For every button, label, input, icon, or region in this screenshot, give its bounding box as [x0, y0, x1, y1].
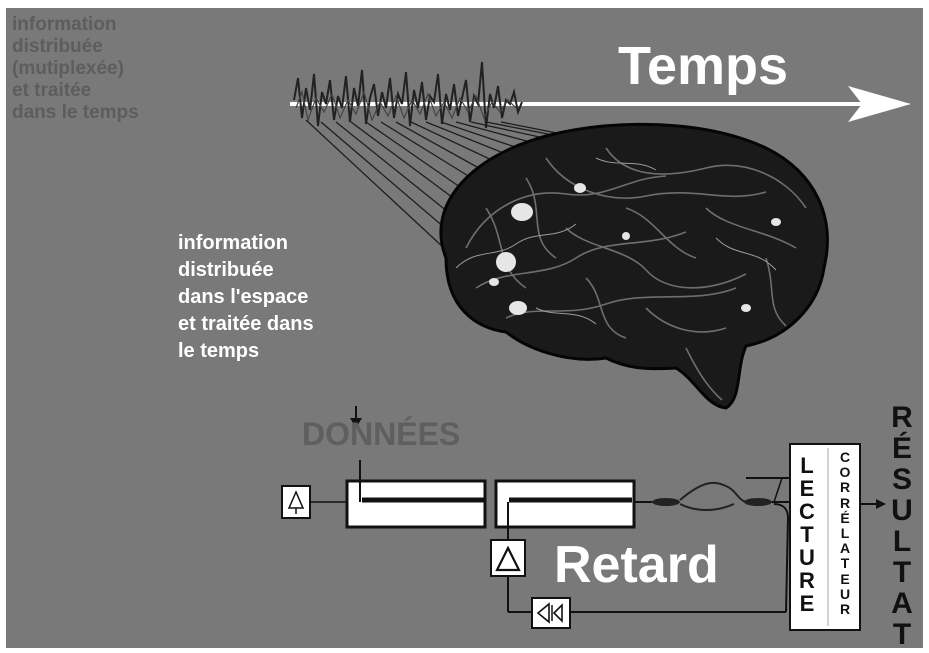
correlateur-label-letter: R: [840, 480, 850, 495]
lecture-label-letter: C: [799, 500, 815, 523]
resultat-label-letter: T: [893, 557, 911, 588]
correlateur-label-letter: R: [840, 602, 850, 617]
time-arrow: [290, 86, 911, 122]
diagram-graphics: [6, 8, 923, 648]
correlateur-label-letter: E: [840, 572, 849, 587]
lecture-label-letter: L: [800, 454, 813, 477]
correlateur-label-letter: T: [841, 556, 850, 571]
lecture-label-letter: E: [800, 477, 815, 500]
lecture-label-letter: T: [800, 523, 813, 546]
resultat-label-letter: L: [893, 526, 911, 557]
triangle-amplifier-icon: [491, 540, 525, 576]
delay-line: [347, 460, 634, 527]
signal-waveform: [294, 62, 522, 128]
resultat-label-letter: R: [891, 402, 913, 433]
resultat-label-letter: S: [892, 464, 912, 495]
retard-label: Retard: [554, 536, 719, 594]
temps-label: Temps: [618, 36, 788, 96]
resultat-label-letter: A: [891, 588, 913, 619]
lecture-label-letter: R: [799, 569, 815, 592]
resultat-label-letter: É: [892, 433, 912, 464]
correlateur-label-letter: L: [841, 526, 850, 541]
correlateur-label-letter: C: [840, 450, 850, 465]
output-coupler: [634, 478, 792, 510]
speaker-icon: [532, 598, 570, 628]
correlateur-label-letter: É: [840, 511, 849, 526]
resultat-label-letter: T: [893, 619, 911, 648]
brain-caption: information distribuée dans l'espace et …: [178, 230, 314, 365]
brain-illustration: [441, 124, 827, 408]
correlateur-label-letter: A: [840, 541, 850, 556]
correlateur-label-letter: R: [840, 496, 850, 511]
correlateur-label-letter: U: [840, 587, 850, 602]
arrow-right-icon: [860, 499, 886, 509]
donnees-label: DONNÉES: [302, 416, 460, 452]
lecture-label-letter: U: [799, 546, 815, 569]
diagram-canvas: information distribuée (mutiplexée) et t…: [6, 8, 923, 648]
amplifier-icon: [282, 486, 347, 518]
correlateur-label-letter: O: [840, 465, 851, 480]
intro-text: information distribuée (mutiplexée) et t…: [12, 14, 139, 124]
resultat-label-letter: U: [891, 495, 913, 526]
lecture-label-letter: E: [800, 592, 815, 615]
